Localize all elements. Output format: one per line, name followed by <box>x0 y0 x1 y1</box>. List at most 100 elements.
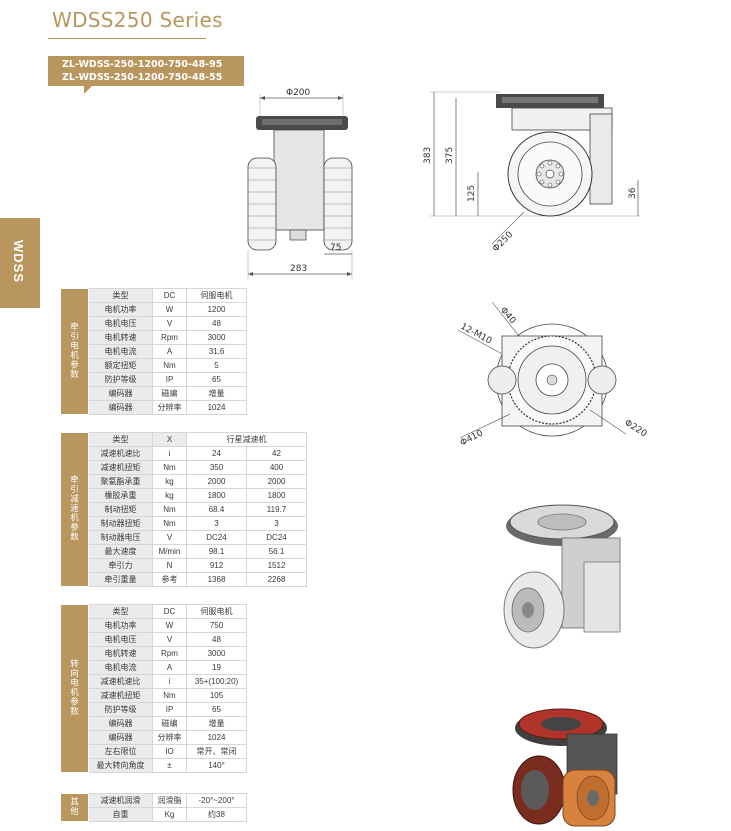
param-value-2: 56.1 <box>246 544 307 559</box>
param-value-2: 42 <box>246 446 307 461</box>
top-diameter-40: Φ40 <box>498 306 518 327</box>
param-unit: X <box>152 432 187 447</box>
param-value-1: 98.1 <box>186 544 247 559</box>
side-wheel-diameter: Φ250 <box>491 230 515 254</box>
param-value-2: 400 <box>246 460 307 475</box>
param-label: 电机功率 <box>88 618 153 633</box>
param-label: 电机电流 <box>88 660 153 675</box>
model-banner: ZL-WDSS-250-1200-750-48-95 ZL-WDSS-250-1… <box>48 56 244 94</box>
param-value: 增量 <box>186 386 247 401</box>
param-unit: M/min <box>152 544 187 559</box>
param-unit: Nm <box>152 688 187 703</box>
param-label: 电机功率 <box>88 302 153 317</box>
page-title: WDSS250 Series <box>52 8 223 32</box>
model-name-2: ZL-WDSS-250-1200-750-48-55 <box>62 72 223 83</box>
product-render-grey <box>503 504 621 649</box>
param-value: 105 <box>186 688 247 703</box>
param-value-1: 1368 <box>186 572 247 587</box>
param-label: 减速机扭矩 <box>88 688 153 703</box>
model-name-1: ZL-WDSS-250-1200-750-48-95 <box>62 59 223 70</box>
param-value-1: 1800 <box>186 488 247 503</box>
param-label: 减速机扭矩 <box>88 460 153 475</box>
side-view-drawing: 383 375 125 36 Φ250 <box>423 91 640 254</box>
param-value: 65 <box>186 372 247 387</box>
param-value-2: 2268 <box>246 572 307 587</box>
side-height-36: 36 <box>628 187 638 199</box>
param-label: 防护等级 <box>88 702 153 717</box>
param-unit: IO <box>152 744 187 759</box>
param-unit: W <box>152 618 187 633</box>
param-value-1: 350 <box>186 460 247 475</box>
top-diameter-220: Φ220 <box>622 418 648 439</box>
spec-row: 编码器磁编增量 <box>61 386 247 401</box>
param-unit: IP <box>152 372 187 387</box>
param-value-1: 24 <box>186 446 247 461</box>
param-unit: 分辨率 <box>152 400 187 415</box>
param-label: 编码器 <box>88 730 153 745</box>
other-category-label: 其他 <box>69 797 80 816</box>
param-unit: A <box>152 344 187 359</box>
param-unit: DC <box>152 604 187 619</box>
param-unit: Rpm <box>152 330 187 345</box>
param-value-2: 1800 <box>246 488 307 503</box>
param-unit: Kg <box>152 807 187 822</box>
param-value: 3000 <box>186 646 247 661</box>
param-unit: kg <box>152 488 187 503</box>
param-label: 制动器扭矩 <box>88 516 153 531</box>
model-banner-shape <box>48 56 244 94</box>
front-view-drawing: Φ200 75 283 <box>247 88 353 279</box>
param-label: 最大转向角度 <box>88 758 153 773</box>
param-label: 橡胶承重 <box>88 488 153 503</box>
param-label: 左右限位 <box>88 744 153 759</box>
top-view-drawing: Φ40 12-M10 Φ410 Φ220 <box>457 301 649 449</box>
param-label: 电机电流 <box>88 344 153 359</box>
traction-motor-category-label: 牵引电机参数 <box>69 322 80 379</box>
spec-row: 最大转向角度±140° <box>61 758 247 773</box>
param-value: 伺服电机 <box>186 288 247 303</box>
param-label: 编码器 <box>88 716 153 731</box>
param-unit: ± <box>152 758 187 773</box>
front-diameter-label: Φ200 <box>286 88 311 98</box>
param-unit: 磁编 <box>152 386 187 401</box>
param-label: 制动扭矩 <box>88 502 153 517</box>
param-value: 19 <box>186 660 247 675</box>
param-value: 750 <box>186 618 247 633</box>
param-label: 电机转速 <box>88 330 153 345</box>
param-label: 减速机速比 <box>88 674 153 689</box>
param-label: 最大速度 <box>88 544 153 559</box>
side-tab-label: WDSS <box>11 240 26 283</box>
param-label: 自重 <box>88 807 153 822</box>
side-height-383: 383 <box>423 147 433 164</box>
param-unit: 磁编 <box>152 716 187 731</box>
param-value-2: 3 <box>246 516 307 531</box>
param-unit: Rpm <box>152 646 187 661</box>
param-unit: DC <box>152 288 187 303</box>
param-value-2: 119.7 <box>246 502 307 517</box>
param-label: 额定扭矩 <box>88 358 153 373</box>
param-value: 48 <box>186 632 247 647</box>
param-label: 类型 <box>88 288 153 303</box>
param-value: 1024 <box>186 730 247 745</box>
param-label: 减速机润滑 <box>88 793 153 808</box>
param-label: 编码器 <box>88 386 153 401</box>
param-label: 类型 <box>88 432 153 447</box>
param-value-2: 2000 <box>246 474 307 489</box>
param-value-1: DC24 <box>186 530 247 545</box>
